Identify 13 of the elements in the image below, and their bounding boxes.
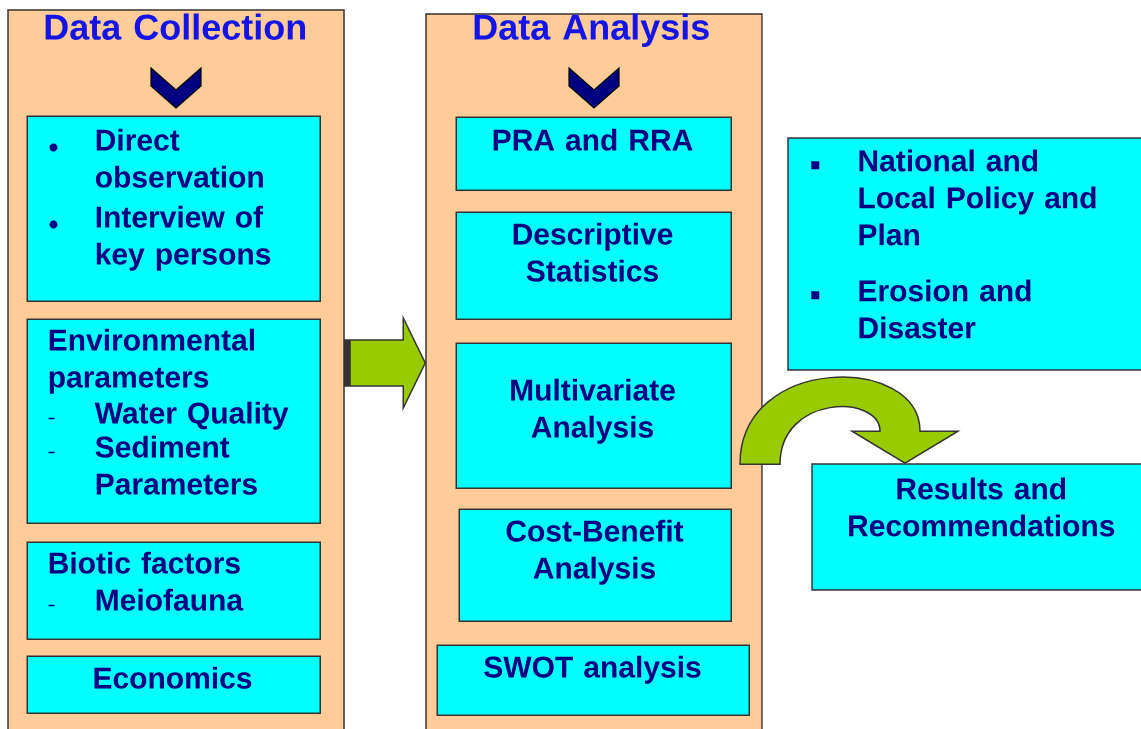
text-box: Descriptive Statistics — [455, 211, 732, 320]
text-box: Direct observation Interview of key persons — [26, 115, 321, 302]
block-arrow — [344, 314, 427, 412]
text-box: Economics — [26, 655, 321, 714]
text-box: SWOT analysis — [436, 644, 750, 716]
curved-arrow — [739, 376, 959, 465]
text-box: Cost-Benefit Analysis — [458, 508, 732, 622]
text-box: Results and Recommendations — [811, 463, 1141, 591]
text-box: PRA and RRA — [455, 116, 732, 191]
text-box: Multivariate Analysis — [455, 342, 732, 489]
text-box: Environmental parameters Water Quality Sediment Parameters — [26, 318, 321, 524]
text-box: Biotic factors Meiofauna — [26, 541, 321, 640]
text-box: National and Local Policy and Plan Erosion and Disaster — [787, 137, 1141, 371]
